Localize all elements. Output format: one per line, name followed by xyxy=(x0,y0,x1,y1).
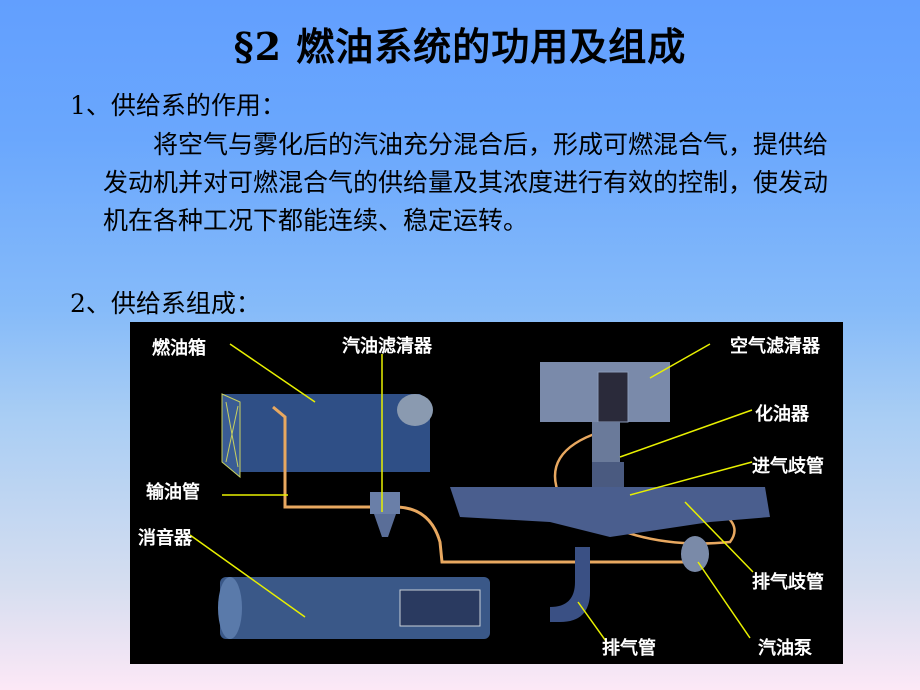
page-title: §2 燃油系统的功用及组成 xyxy=(233,24,687,69)
label-muffler: 消音器 xyxy=(138,528,192,549)
section-1-paragraph-text: 将空气与雾化后的汽油充分混合后，形成可燃混合气，提供给发动机并对可燃混合气的供给… xyxy=(103,130,829,235)
section-1-heading: 1、供给系的作用： xyxy=(70,91,286,120)
label-air-filter: 空气滤清器 xyxy=(730,336,820,357)
section-2-heading: 2、供给系组成： xyxy=(70,289,261,318)
label-exhaust-manifold: 排气歧管 xyxy=(752,572,824,593)
label-fuel-pump: 汽油泵 xyxy=(758,638,812,659)
section-1-paragraph: 将空气与雾化后的汽油充分混合后，形成可燃混合气，提供给发动机并对可燃混合气的供给… xyxy=(103,126,843,240)
fuel-tank-shape xyxy=(222,394,430,472)
label-fuel-filter: 汽油滤清器 xyxy=(342,336,432,357)
label-exhaust-pipe: 排气管 xyxy=(602,638,656,659)
label-fuel-tank: 燃油箱 xyxy=(152,338,206,359)
leader-lines xyxy=(189,343,754,645)
fuel-system-diagram: 燃油箱 汽油滤清器 空气滤清器 化油器 进气歧管 输油管 消音器 排气歧管 排气… xyxy=(130,322,843,664)
label-intake-manifold: 进气歧管 xyxy=(752,456,824,477)
diagram-illustration xyxy=(189,343,770,645)
label-fuel-line: 输油管 xyxy=(146,482,200,503)
label-carburetor: 化油器 xyxy=(755,404,809,425)
